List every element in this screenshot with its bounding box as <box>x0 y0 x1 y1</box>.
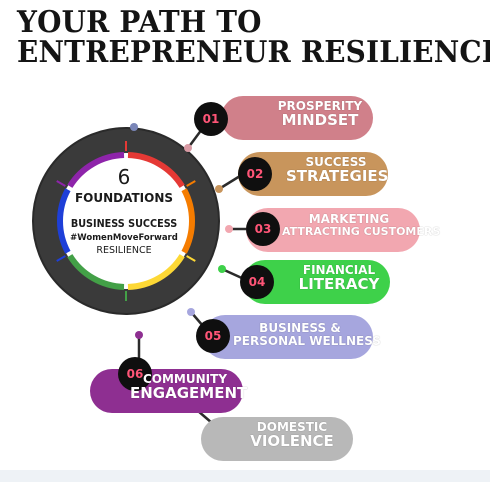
badge-03: 03 <box>246 212 280 246</box>
center-resilience: RESILIENCE <box>96 245 152 256</box>
outer-ring-edge <box>32 127 220 315</box>
badge-01: 01 <box>194 102 228 136</box>
label-06-line2: ENGAGEMENT <box>130 383 248 402</box>
center-foundations: FOUNDATIONS <box>74 191 174 205</box>
inner-disk <box>58 153 194 289</box>
title-line-2: ENTREPRENEUR RESILIENCE <box>17 35 490 70</box>
label-05-line2: PERSONAL WELLNESS <box>233 333 381 348</box>
dot-01 <box>184 144 192 152</box>
badge-05: 05 <box>196 319 230 353</box>
label-01-line1: PROSPERITY <box>277 99 363 113</box>
label-07: DOMESTIC VIOLENCE <box>240 421 344 449</box>
center-number: 6 <box>117 165 131 189</box>
connector-02 <box>218 174 241 191</box>
dot-03 <box>225 225 233 233</box>
label-03: MARKETING ATTRACTING CUSTOMERS <box>282 212 441 238</box>
center-hashtag: #WomenMoveForward <box>70 233 178 243</box>
pill-02 <box>238 152 388 196</box>
ring-segment <box>127 254 185 290</box>
ring-segment <box>67 254 125 290</box>
rainbow-ring <box>56 141 196 301</box>
ring-segment <box>57 188 71 254</box>
label-02-line1: SUCCESS <box>305 155 367 169</box>
pill-05 <box>203 315 373 359</box>
label-07-line2: VIOLENCE <box>250 431 334 450</box>
dot-06 <box>135 331 143 339</box>
dot-05 <box>187 308 195 316</box>
page-title: YOUR PATH TO ENTREPRENEUR RESILIENCE <box>17 8 490 68</box>
ring-tick <box>186 180 196 187</box>
ring-segment <box>67 152 125 188</box>
pill-03 <box>246 208 420 252</box>
pill-01 <box>221 96 373 140</box>
title-line-1: YOUR PATH TO <box>17 5 262 40</box>
pill-07 <box>201 417 353 461</box>
badge-04: 04 <box>240 265 274 299</box>
badge-02: 02 <box>238 157 272 191</box>
badge-06: 06 <box>118 357 152 391</box>
center-label: 6 FOUNDATIONS BUSINESS SUCCESS #WomenMov… <box>62 166 186 256</box>
label-04-line1: FINANCIAL <box>302 263 376 277</box>
label-02-line2: STRATEGIES <box>286 166 389 185</box>
label-01: PROSPERITY MINDSET <box>272 100 368 128</box>
ring-segment <box>127 152 185 188</box>
ring-segment <box>181 188 195 254</box>
dot-02 <box>215 185 223 193</box>
ring-tick <box>186 255 196 262</box>
dot-04 <box>218 265 226 273</box>
pill-04 <box>243 260 390 304</box>
label-01-line2: MINDSET <box>281 110 359 129</box>
label-05-line1: BUSINESS & <box>259 321 341 335</box>
label-06: COMMUNITY ENGAGEMENT <box>130 372 248 402</box>
label-02: SUCCESS STRATEGIES <box>286 155 389 185</box>
label-03-line1: MARKETING <box>308 212 390 226</box>
label-07-line1: DOMESTIC <box>256 420 328 434</box>
dot-top <box>130 123 138 131</box>
label-05: BUSINESS & PERSONAL WELLNESS <box>233 321 381 348</box>
label-06-line1: COMMUNITY <box>142 372 228 386</box>
center-business-success: BUSINESS SUCCESS <box>70 218 178 230</box>
bottom-strip <box>0 470 490 482</box>
ring-tick <box>56 180 66 187</box>
label-04-line2: LITERACY <box>298 274 380 293</box>
label-04: FINANCIAL LITERACY <box>292 264 386 292</box>
ring-tick <box>56 255 66 262</box>
label-03-line2: ATTRACTING CUSTOMERS <box>282 224 441 238</box>
